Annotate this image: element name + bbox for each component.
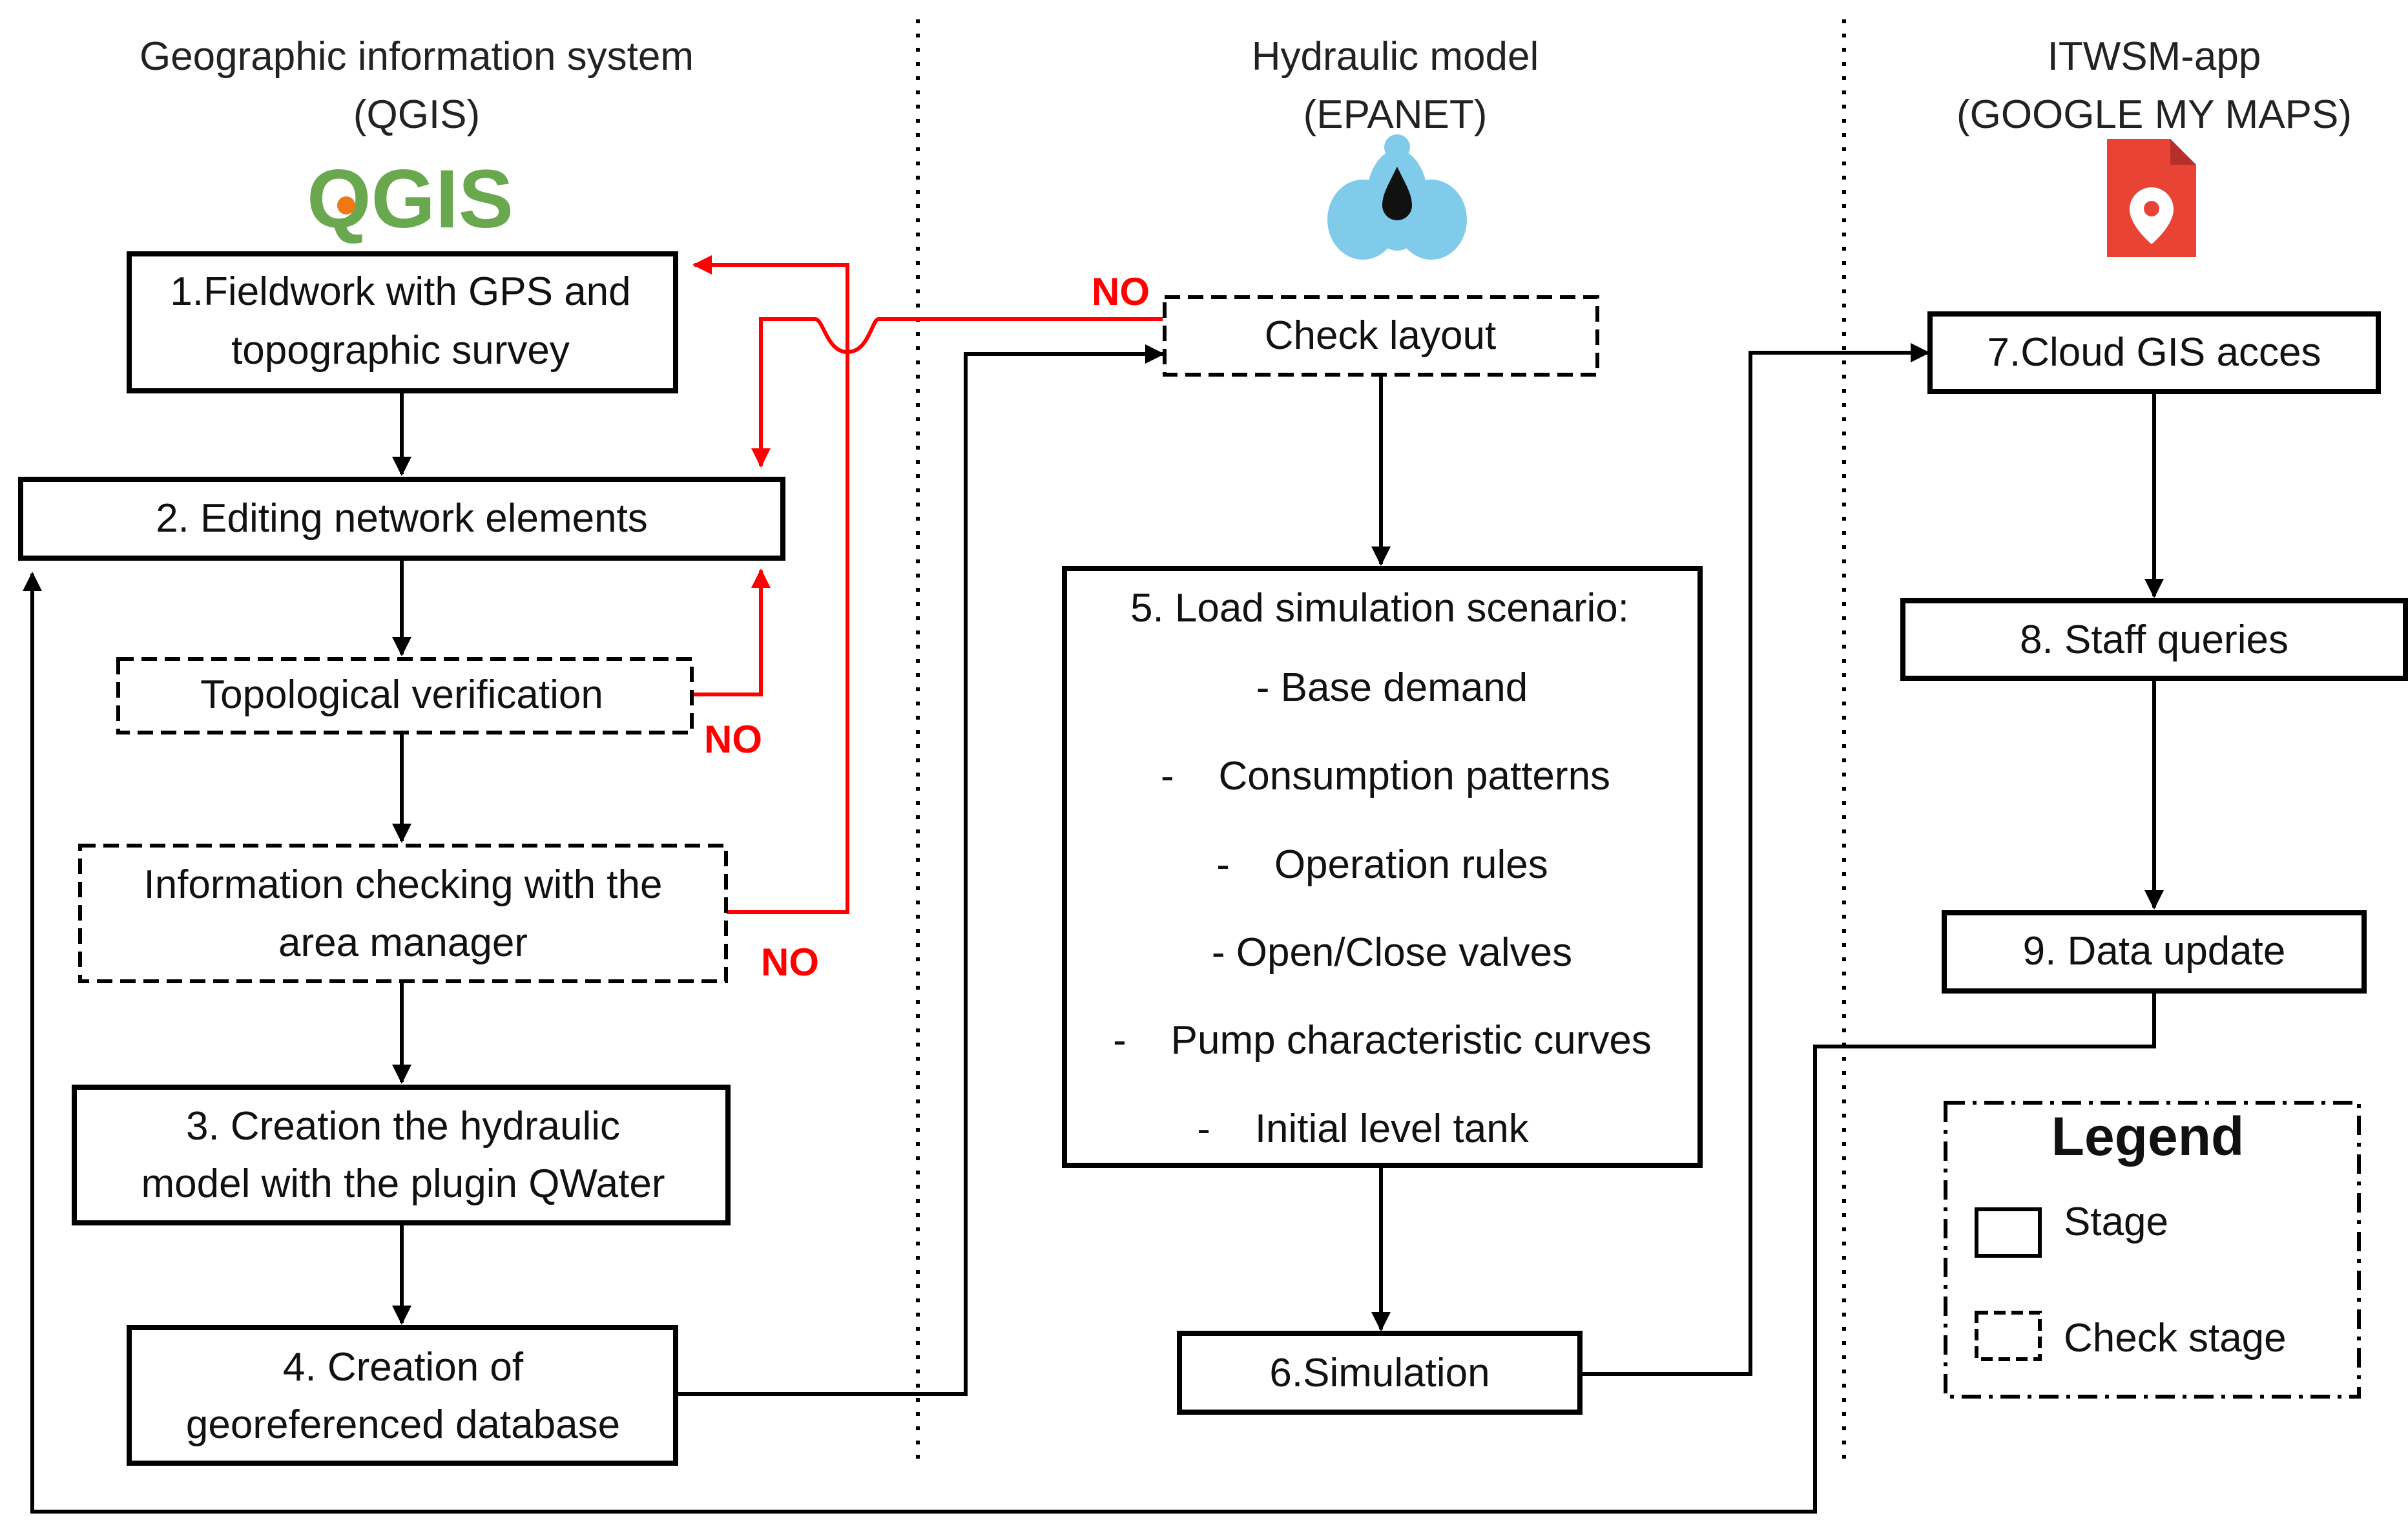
scenario-item: - Open/Close valves <box>1212 930 1572 975</box>
no-label-check: NO <box>1092 270 1150 313</box>
svg-text:9. Data update: 9. Data update <box>2023 929 2286 974</box>
svg-text:(QGIS): (QGIS) <box>353 92 480 137</box>
svg-text:Check layout: Check layout <box>1265 313 1496 358</box>
stage-7-cloud-gis: 7.Cloud GIS acces <box>1927 311 2381 394</box>
svg-text:7.Cloud GIS acces: 7.Cloud GIS acces <box>1988 330 2321 375</box>
svg-text:model with the plugin QWater: model with the plugin QWater <box>141 1161 665 1206</box>
stage-5-title: 5. Load simulation scenario: <box>1130 586 1629 630</box>
qgis-logo: QGIS <box>307 153 514 245</box>
check-information-area-manager: Information checking with the area manag… <box>78 844 728 983</box>
arrow-4-to-check <box>677 344 1165 1396</box>
scenario-item: - Consumption patterns <box>1161 754 1610 798</box>
stage-3-hydraulic-model: 3. Creation the hydraulic model with the… <box>72 1085 731 1225</box>
stage-5-load-scenario: 5. Load simulation scenario: - Base dema… <box>1062 566 1703 1168</box>
stage-2-editing: 2. Editing network elements <box>18 477 785 561</box>
svg-text:QGIS: QGIS <box>307 153 514 245</box>
check-topological-verification: Topological verification <box>116 657 694 734</box>
svg-text:Geographic information system: Geographic information system <box>140 34 694 79</box>
feedback-topo-to-2 <box>692 568 771 696</box>
check-layout: Check layout <box>1163 295 1599 377</box>
no-label-info: NO <box>761 941 819 984</box>
arrow-6-to-7 <box>1581 343 1930 1376</box>
legend-stage-label: Stage <box>2064 1200 2168 1244</box>
svg-text:2. Editing network elements: 2. Editing network elements <box>156 496 648 541</box>
stage-9-data-update: 9. Data update <box>1942 910 2367 994</box>
svg-text:3. Creation the hydraulic: 3. Creation the hydraulic <box>186 1104 620 1149</box>
legend-check-stage-label: Check stage <box>2064 1316 2287 1360</box>
legend: Legend Stage Check stage <box>1944 1101 2361 1399</box>
stage-8-staff-queries: 8. Staff queries <box>1900 598 2408 681</box>
stage-4-database: 4. Creation of georeferenced database <box>127 1325 678 1466</box>
svg-text:ITWSM-app: ITWSM-app <box>2048 34 2261 79</box>
svg-text:(EPANET): (EPANET) <box>1303 92 1488 137</box>
google-maps-logo-icon <box>2107 139 2196 257</box>
svg-text:Topological verification: Topological verification <box>200 672 603 717</box>
svg-text:georeferenced database: georeferenced database <box>186 1402 620 1447</box>
svg-text:6.Simulation: 6.Simulation <box>1269 1351 1489 1395</box>
epanet-logo-icon <box>1327 134 1467 260</box>
header-app: ITWSM-app (GOOGLE MY MAPS) <box>1956 34 2352 137</box>
header-gis: Geographic information system (QGIS) <box>140 34 694 137</box>
scenario-item: - Initial level tank <box>1197 1107 1529 1151</box>
svg-text:(GOOGLE MY MAPS): (GOOGLE MY MAPS) <box>1956 92 2352 137</box>
scenario-item: - Operation rules <box>1216 842 1548 887</box>
svg-text:topographic survey: topographic survey <box>231 328 570 373</box>
arrow-9-to-2 <box>23 572 2156 1514</box>
svg-text:area manager: area manager <box>278 921 528 965</box>
svg-text:Information checking with the: Information checking with the <box>144 862 663 907</box>
no-label-topo: NO <box>704 718 762 761</box>
svg-text:Hydraulic model: Hydraulic model <box>1252 34 1539 79</box>
legend-title: Legend <box>2051 1106 2245 1167</box>
scenario-item: - Base demand <box>1256 665 1528 710</box>
feedback-info-to-1 <box>692 255 849 914</box>
svg-text:1.Fieldwork with GPS and: 1.Fieldwork with GPS and <box>170 269 630 314</box>
legend-check-stage-swatch <box>1975 1311 2042 1361</box>
scenario-item: - Pump characteristic curves <box>1113 1018 1652 1063</box>
svg-text:4. Creation of: 4. Creation of <box>283 1345 524 1390</box>
legend-stage-swatch <box>1975 1207 2042 1258</box>
stage-6-simulation: 6.Simulation <box>1177 1331 1583 1415</box>
svg-text:8. Staff queries: 8. Staff queries <box>2020 618 2289 662</box>
header-hydraulic: Hydraulic model (EPANET) <box>1252 34 1539 137</box>
stage-1-fieldwork: 1.Fieldwork with GPS and topographic sur… <box>127 251 678 393</box>
feedback-check-to-2 <box>751 317 1163 468</box>
